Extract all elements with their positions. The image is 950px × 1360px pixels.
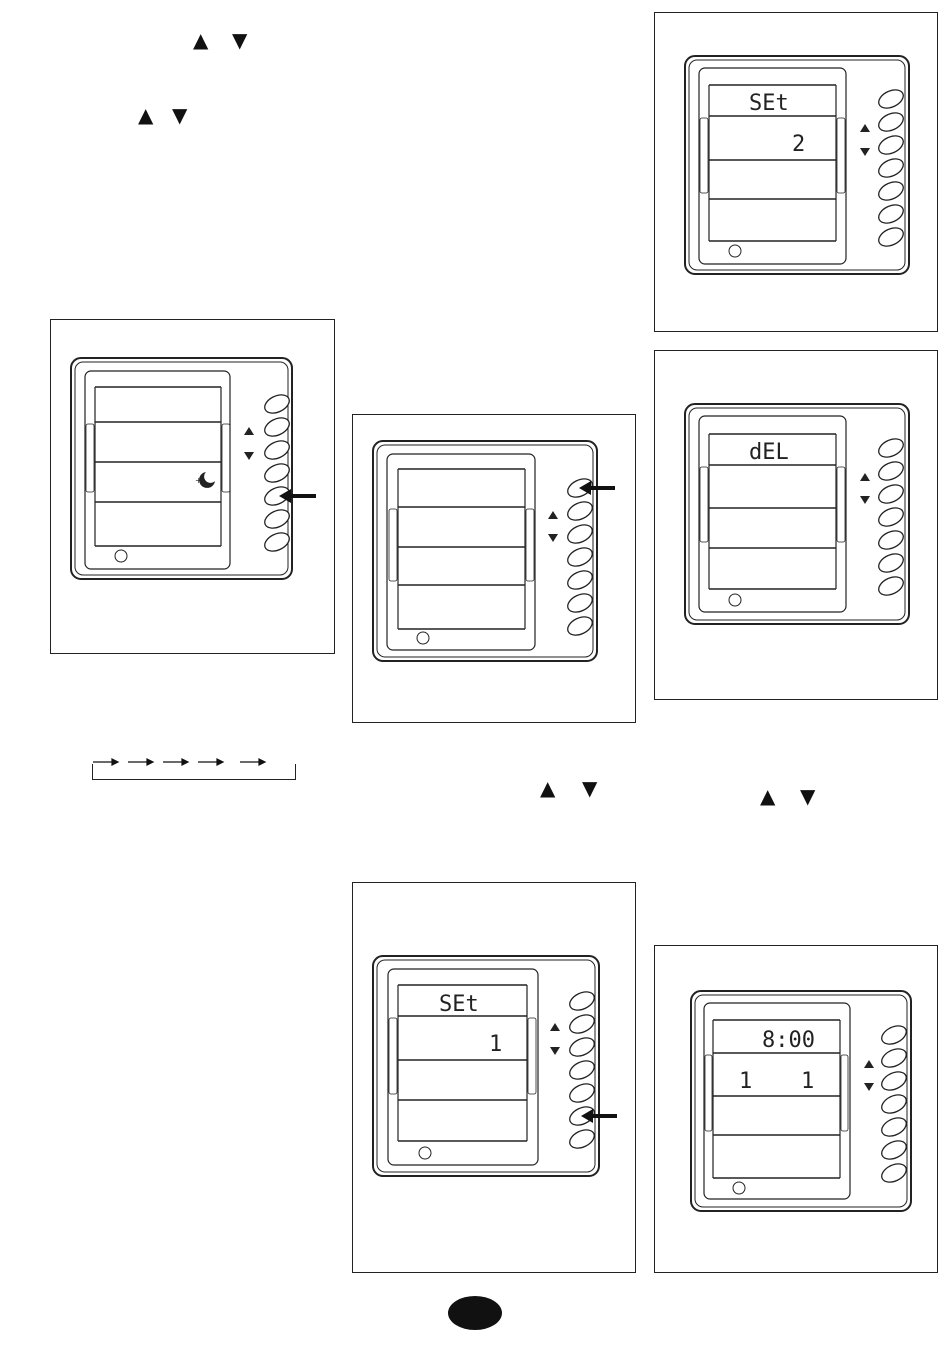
svg-text:+: + [195, 476, 202, 485]
display-row2: 1 [489, 1032, 502, 1057]
page-number-badge [448, 1296, 502, 1330]
display-row2: 2 [792, 132, 805, 157]
up-arrow-icon: ▲ [760, 786, 775, 806]
display-row1: 8:00 [762, 1028, 815, 1053]
display-row2-right: 1 [801, 1069, 814, 1094]
up-arrow-icon: ▲ [540, 778, 555, 798]
display-row2-left: 1 [739, 1069, 752, 1094]
figure-set-2: SEt 2 [654, 12, 938, 332]
down-arrow-icon: ▼ [232, 30, 247, 50]
figure-time: 8:00 1 1 [654, 945, 938, 1273]
figure-top-button [352, 414, 636, 723]
display-row1: SEt [749, 91, 789, 116]
moon-icon: + [195, 472, 215, 488]
display-row1: SEt [439, 992, 479, 1017]
up-arrow-icon: ▲ [193, 30, 208, 50]
cycle-arrows [90, 755, 300, 775]
figure-del: dEL [654, 350, 938, 700]
down-arrow-icon: ▼ [800, 786, 815, 806]
figure-set-1: SEt 1 [352, 882, 636, 1273]
up-arrow-icon: ▲ [138, 105, 153, 125]
figure-night-mode: + [50, 319, 335, 654]
down-arrow-icon: ▼ [172, 105, 187, 125]
display-row1: dEL [749, 440, 789, 465]
down-arrow-icon: ▼ [582, 778, 597, 798]
